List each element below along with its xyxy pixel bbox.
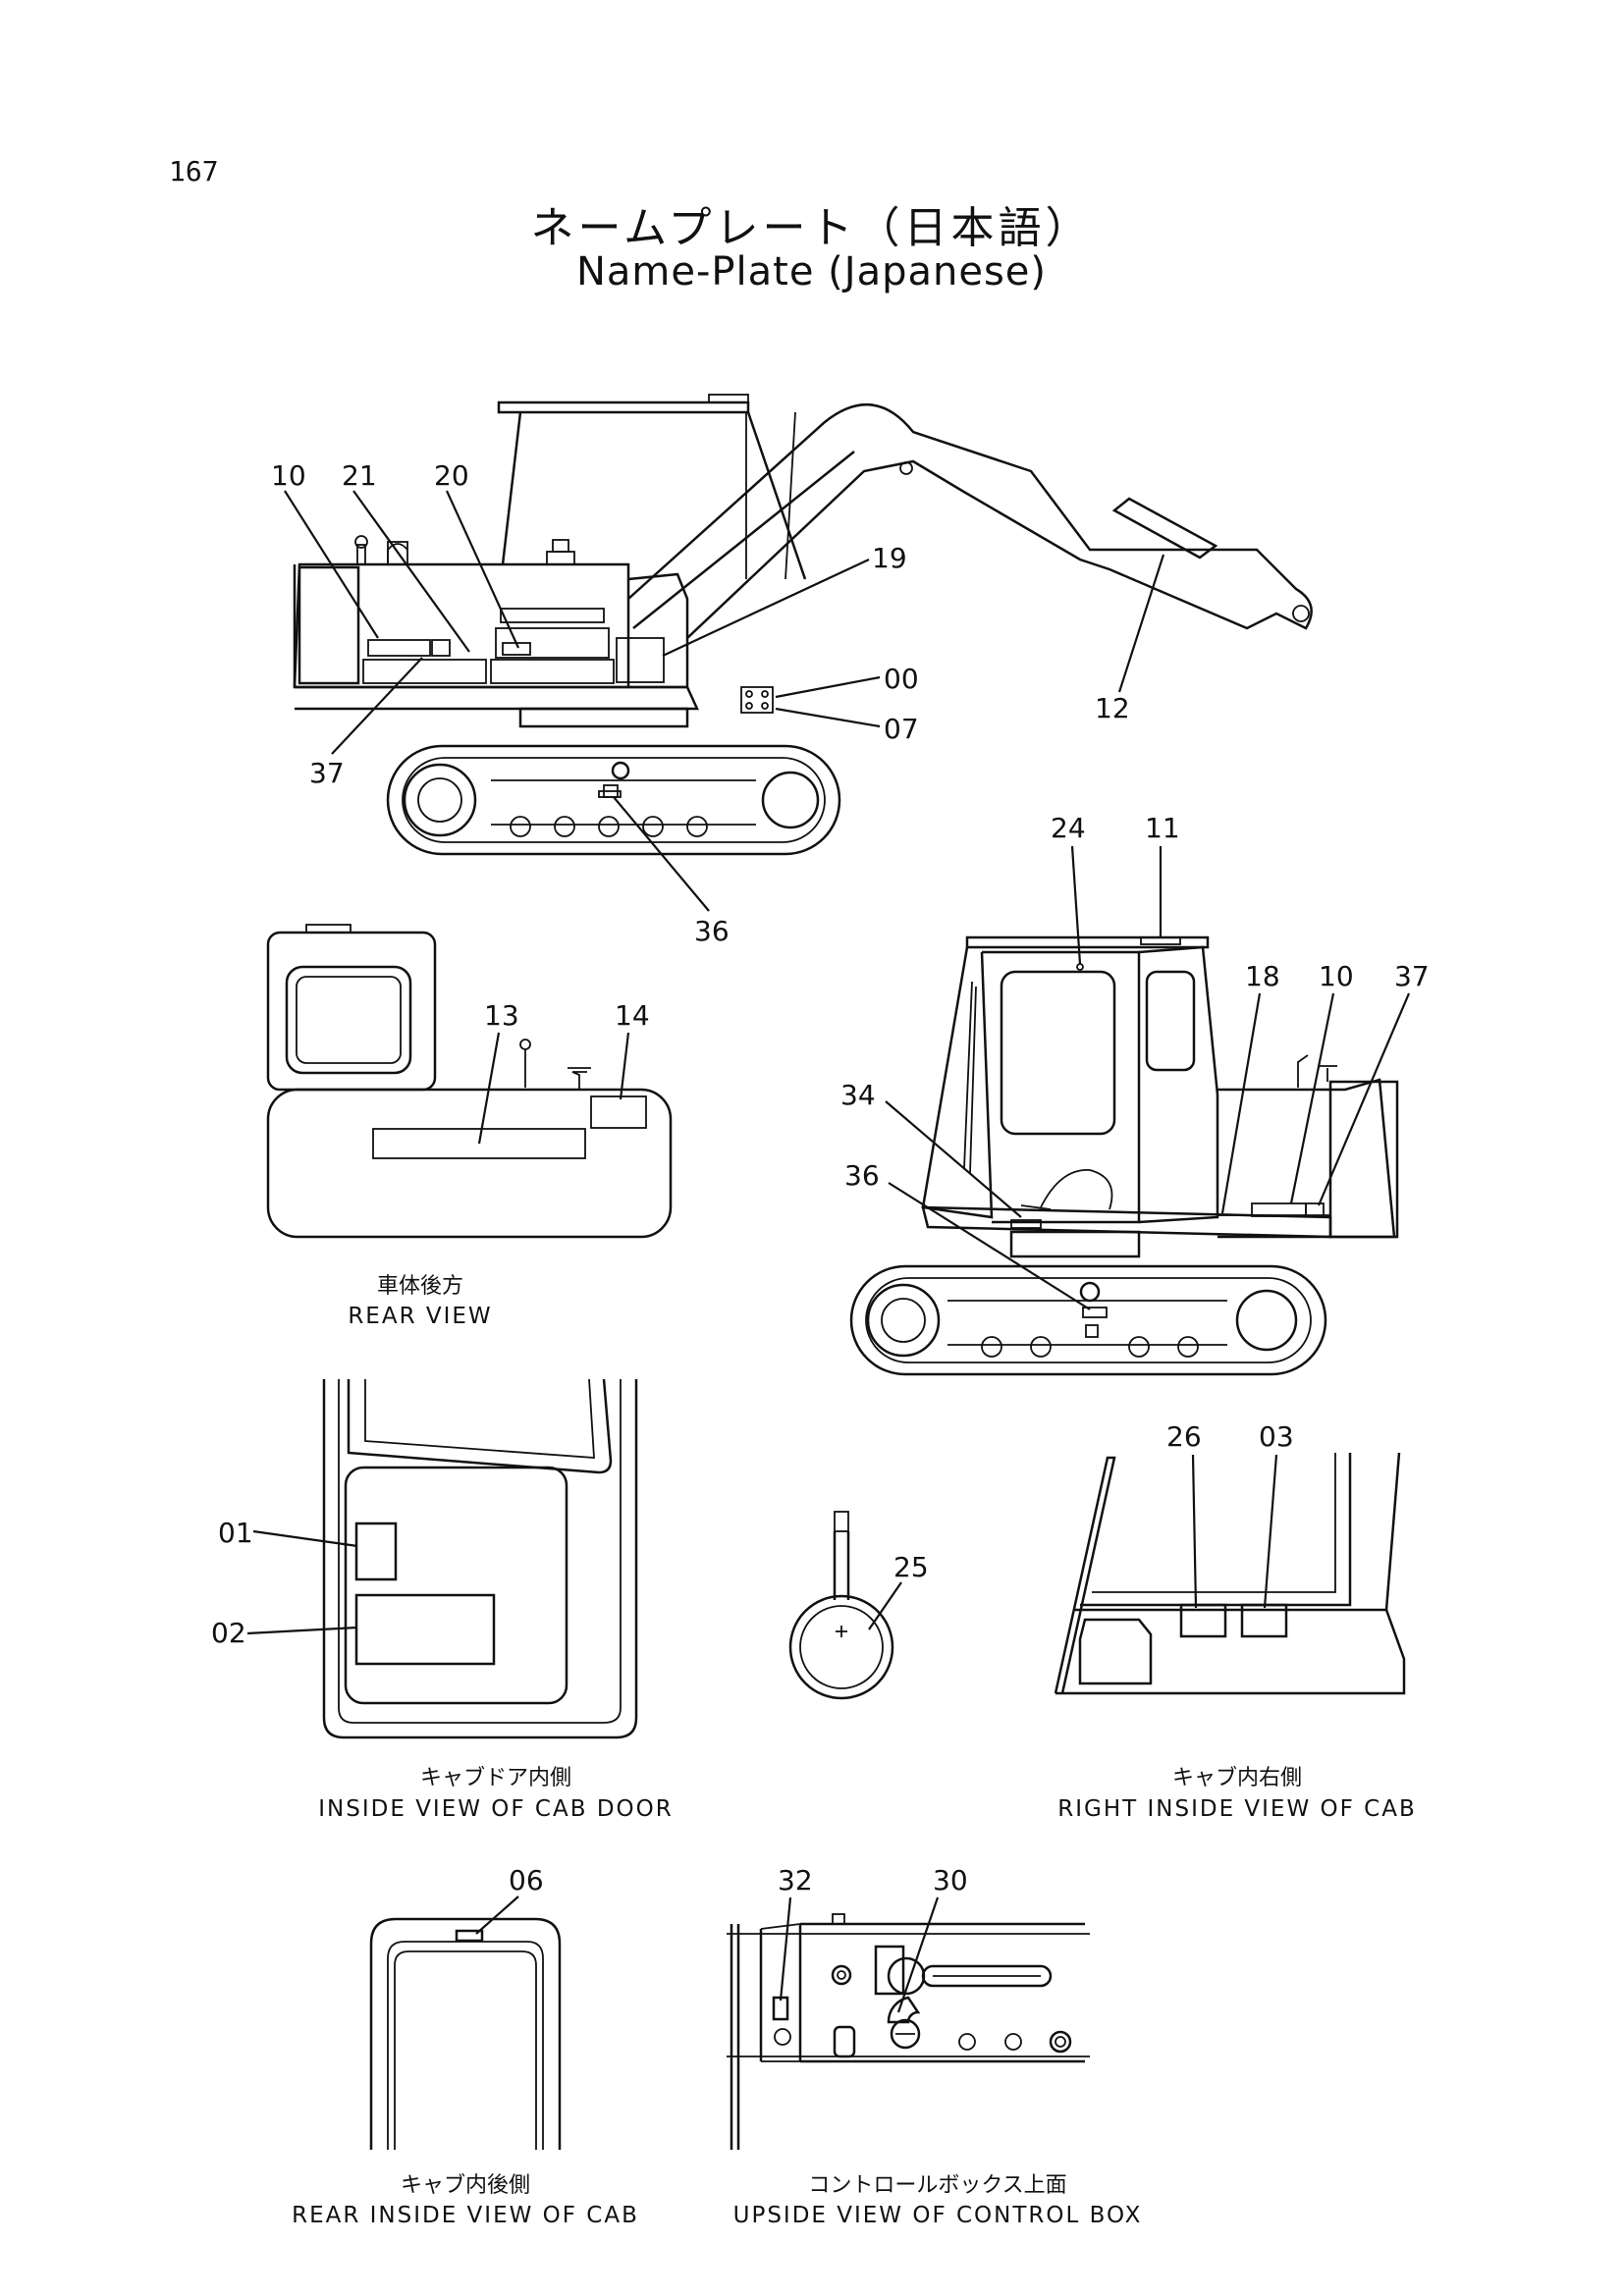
- callout-rear-14: 14: [615, 999, 650, 1032]
- callout-rear-13: 13: [484, 999, 519, 1032]
- callout-side-07: 07: [884, 713, 919, 745]
- caption-right-en: RIGHT INSIDE VIEW OF CAB: [1057, 1796, 1417, 1822]
- callout-side-19: 19: [872, 542, 907, 574]
- caption-rear-en: REAR VIEW: [348, 1304, 492, 1329]
- control-box-view: 32 30 コントロールボックス上面 UPSIDE VIEW OF CONTRO…: [727, 1864, 1143, 2228]
- cab-door-view: 01 02 キャブドア内側 INSIDE VIEW OF CAB DOOR: [211, 1378, 673, 1822]
- callout-front-36: 36: [844, 1159, 880, 1192]
- caption-rear-jp: 車体後方: [377, 1274, 463, 1299]
- caption-cabrear-en: REAR INSIDE VIEW OF CAB: [292, 2203, 639, 2228]
- callout-side-10: 10: [271, 459, 306, 492]
- callout-rear-06: 06: [509, 1864, 544, 1896]
- caption-ctrl-en: UPSIDE VIEW OF CONTROL BOX: [733, 2203, 1143, 2228]
- callout-side-21: 21: [342, 459, 377, 492]
- page-number: 167: [169, 155, 219, 187]
- rear-view: 13 14 車体後方 REAR VIEW: [266, 924, 673, 1329]
- callout-right-03: 03: [1259, 1420, 1294, 1453]
- callout-gauge-25: 25: [893, 1551, 929, 1583]
- side-view: 10 21 20 19 00 07 12 37 36: [271, 394, 1313, 947]
- callout-side-12: 12: [1095, 692, 1130, 724]
- gauge-view: 25: [788, 1511, 929, 1700]
- callout-right-26: 26: [1166, 1420, 1202, 1453]
- caption-door-jp: キャブドア内側: [420, 1766, 571, 1790]
- cab-right-view: 26 03 キャブ内右側 RIGHT INSIDE VIEW OF CAB: [1054, 1420, 1417, 1822]
- caption-ctrl-jp: コントロールボックス上面: [808, 2173, 1066, 2198]
- caption-cabrear-jp: キャブ内後側: [401, 2173, 530, 2198]
- callout-side-36: 36: [694, 915, 730, 947]
- caption-door-en: INSIDE VIEW OF CAB DOOR: [318, 1796, 673, 1822]
- callout-ctrl-30: 30: [933, 1864, 968, 1896]
- callout-side-37: 37: [309, 757, 345, 789]
- caption-right-jp: キャブ内右側: [1172, 1766, 1302, 1790]
- callout-ctrl-32: 32: [778, 1864, 813, 1896]
- page-title-en: Name-Plate (Japanese): [575, 249, 1048, 294]
- callout-front-34: 34: [840, 1079, 876, 1111]
- callout-door-02: 02: [211, 1617, 246, 1649]
- callout-side-20: 20: [434, 459, 469, 492]
- callout-front-18: 18: [1245, 960, 1280, 992]
- callout-side-00: 00: [884, 663, 919, 695]
- callout-front-11: 11: [1145, 812, 1180, 844]
- callout-door-01: 01: [218, 1517, 253, 1549]
- cab-rear-view: 06 キャブ内後側 REAR INSIDE VIEW OF CAB: [292, 1864, 639, 2228]
- callout-front-24: 24: [1051, 812, 1086, 844]
- callout-front-37: 37: [1394, 960, 1430, 992]
- callout-front-10: 10: [1319, 960, 1354, 992]
- page-title-jp: ネームプレート（日本語）: [530, 203, 1093, 253]
- front-view: 24 11 18 10 37 34 36: [840, 812, 1430, 1376]
